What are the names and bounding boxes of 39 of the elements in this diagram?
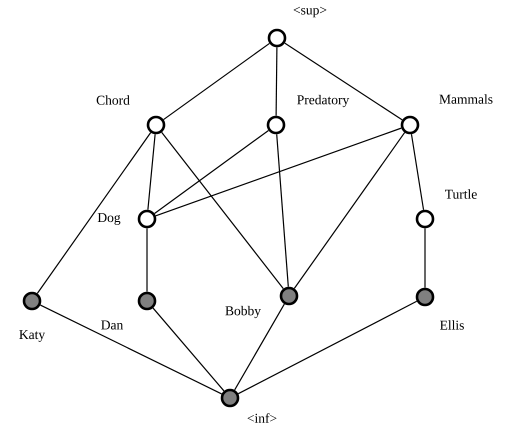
edge-line (152, 308, 224, 392)
edge-line (284, 42, 403, 120)
lattice-node (225, 286, 298, 318)
lattice-node (416, 288, 464, 330)
node-label: Dog (98, 213, 120, 225)
edge-line (234, 304, 285, 390)
edge-line (424, 228, 426, 288)
lattice-node (268, 6, 326, 48)
node-label: <sup> (294, 6, 326, 18)
lattice-node (19, 292, 46, 342)
edge-line (40, 304, 222, 394)
node-label: Ellis (440, 320, 464, 330)
edge-line (161, 132, 284, 290)
node-label: <inf> (248, 413, 276, 423)
lattice-node (220, 388, 276, 423)
edge-line (410, 134, 424, 210)
edge-line (146, 228, 148, 292)
node-label: Predatory (297, 94, 350, 108)
node-label: Bobby (225, 306, 261, 318)
edge-line (36, 132, 152, 294)
edge-line (147, 134, 156, 210)
edge-line (163, 42, 270, 120)
lattice-node (416, 189, 477, 228)
node-label: Mammals (439, 94, 493, 104)
lattice-node (96, 95, 166, 134)
node-label: Chord (96, 95, 130, 105)
lattice-node (101, 292, 156, 330)
edge-line (276, 47, 278, 116)
edge-line (238, 300, 418, 394)
edge-line (154, 130, 269, 214)
edge-line (294, 132, 406, 289)
lattice-node (266, 94, 350, 134)
edge-line (156, 128, 402, 216)
lattice-node (98, 210, 156, 228)
node-label: Dan (101, 320, 124, 330)
node-label: Turtle (445, 189, 477, 199)
edge-line (276, 134, 289, 287)
lattice-node (400, 94, 493, 134)
node-label: Katy (19, 330, 46, 342)
